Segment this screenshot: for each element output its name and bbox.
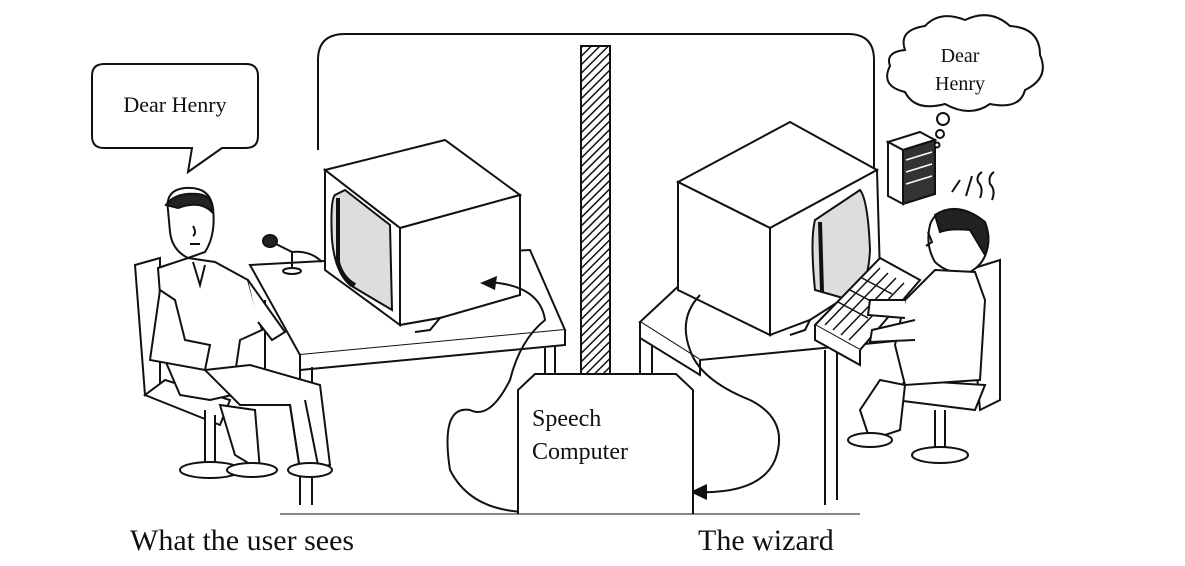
speech-computer-line2: Computer bbox=[532, 439, 628, 465]
wizard-monitor bbox=[675, 120, 882, 337]
partition-outline bbox=[317, 33, 875, 265]
speech-computer-box: Speech Computer bbox=[517, 373, 694, 514]
wizard-person bbox=[847, 207, 990, 448]
caption-right: The wizard bbox=[698, 524, 834, 557]
equipment-rack bbox=[885, 130, 938, 206]
wizard-thought-line2: Henry bbox=[935, 73, 985, 95]
cable-arrow-left bbox=[480, 276, 497, 290]
cable-arrow-right bbox=[690, 484, 707, 500]
speech-computer-line1: Speech bbox=[532, 406, 601, 432]
divider-wall bbox=[580, 45, 611, 377]
user-person bbox=[148, 186, 333, 478]
wizard-cable bbox=[684, 294, 780, 494]
user-cable bbox=[446, 281, 547, 513]
stress-lines bbox=[951, 171, 995, 201]
caption-left: What the user sees bbox=[130, 524, 354, 557]
user-speech-text: Dear Henry bbox=[123, 92, 226, 117]
wizard-thought-line1: Dear bbox=[941, 45, 980, 67]
microphone bbox=[262, 234, 323, 275]
user-speech-bubble: Dear Henry bbox=[91, 63, 259, 175]
user-monitor bbox=[322, 138, 523, 333]
wizard-keyboard bbox=[813, 256, 922, 367]
wizard-thought-bubble: Dear Henry bbox=[886, 14, 1044, 149]
